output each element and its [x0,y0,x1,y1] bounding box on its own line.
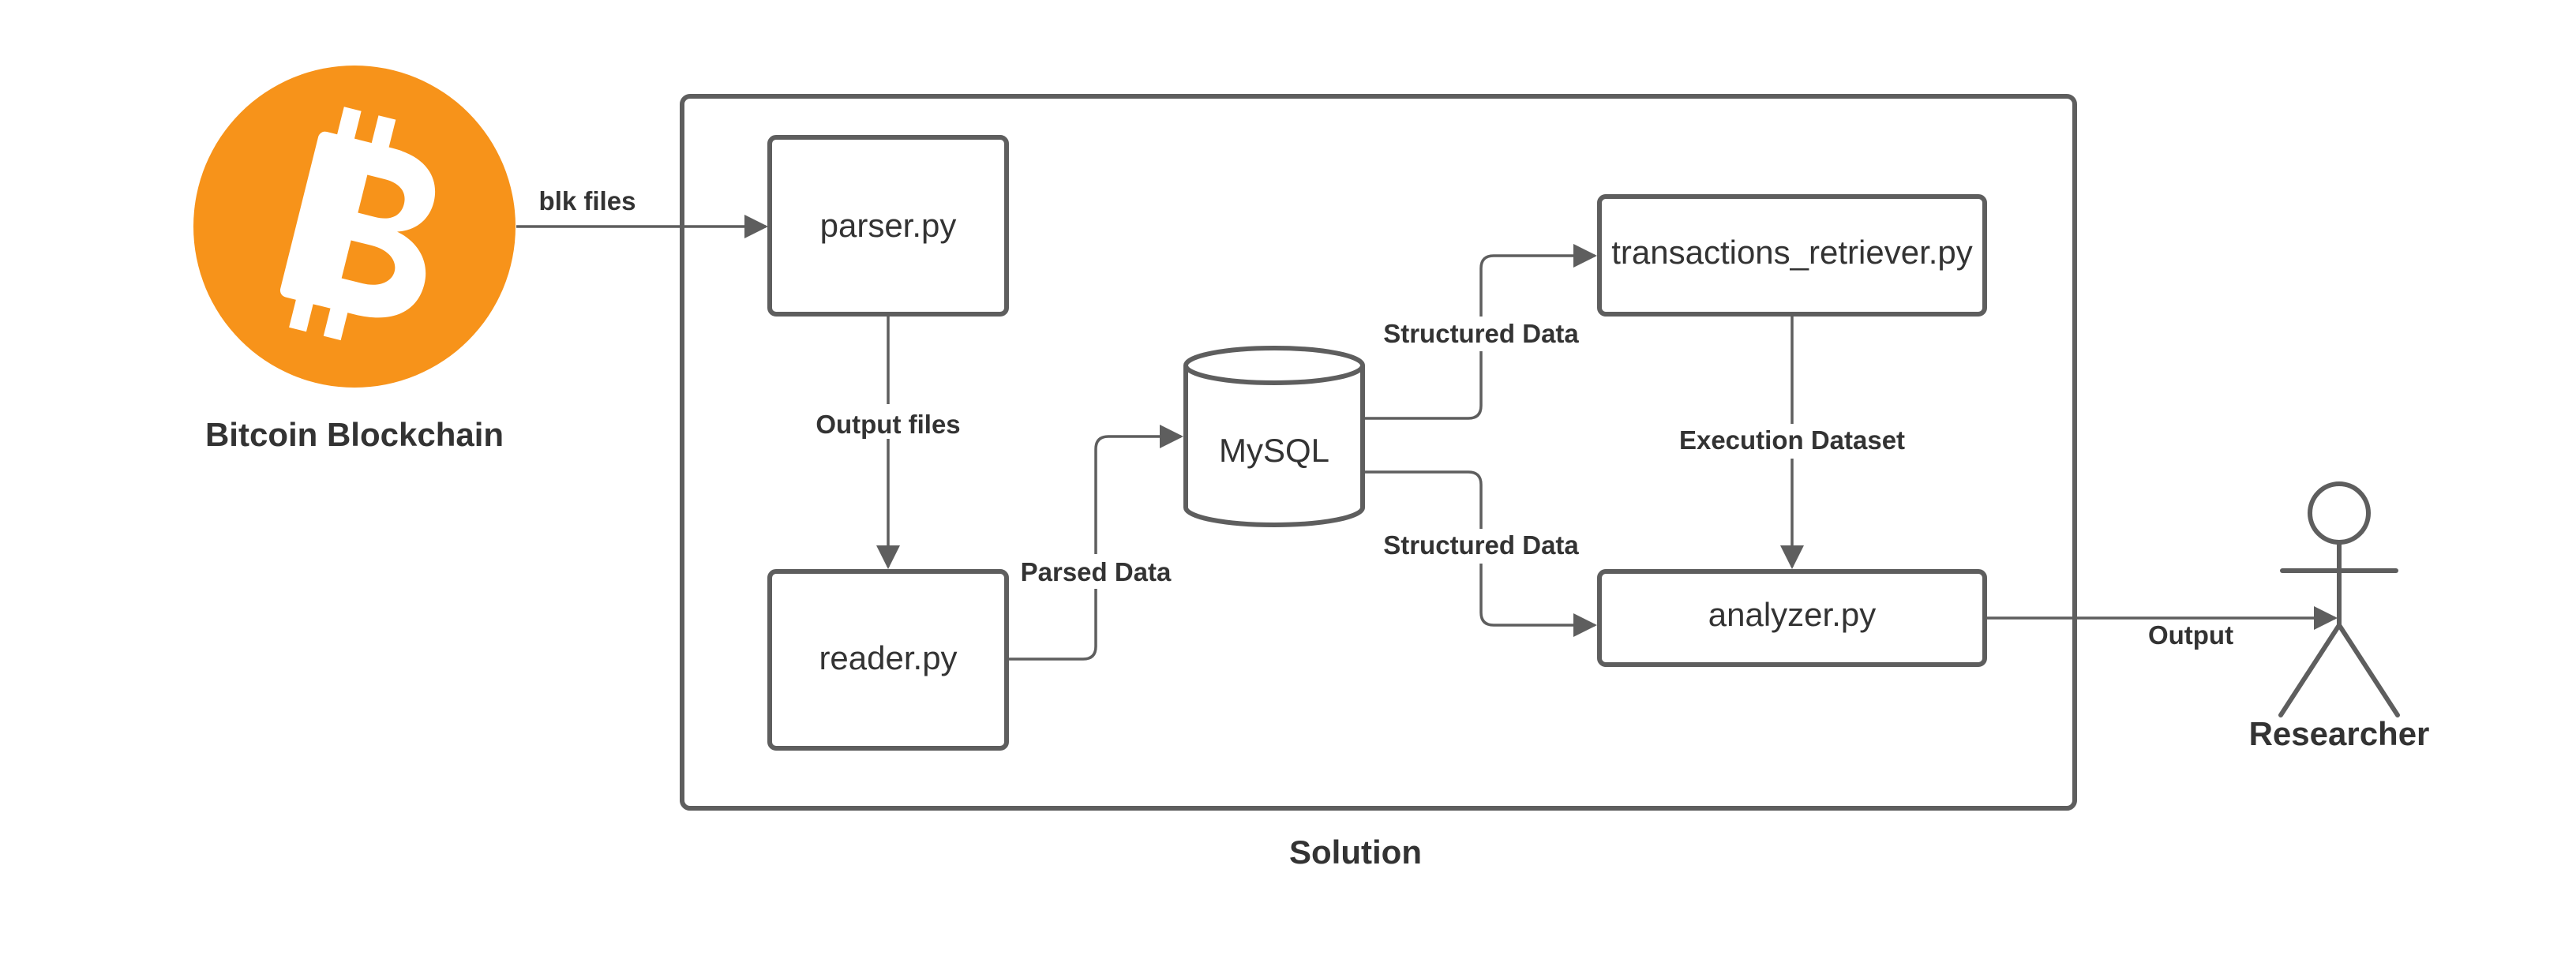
analyzer-node-label: analyzer.py [1708,596,1876,633]
edge-label-blk-files: blk files [539,186,636,215]
bitcoin-blockchain-label: Bitcoin Blockchain [205,416,504,453]
edge-label-parsed-data: Parsed Data [1021,557,1172,586]
edge-label-structured-data-bottom: Structured Data [1383,530,1579,560]
parser-node [767,135,1009,317]
edge-parsed-data [1008,425,1183,661]
transactions-retriever-node [1597,194,1987,317]
researcher-label: Researcher [2249,715,2430,752]
edge-label-output: Output [2148,620,2233,650]
analyzer-node [1597,569,1987,667]
transactions-retriever-node-label: transactions_retriever.py [1611,234,1973,271]
reader-node-label: reader.py [819,639,957,676]
solution-frame [680,94,2077,811]
bitcoin-logo-icon [193,66,516,388]
edge-label-execution-dataset: Execution Dataset [1679,425,1905,455]
solution-label: Solution [1289,834,1422,871]
stick-figure-icon [2278,481,2400,717]
reader-node [767,569,1009,751]
mysql-node [1183,346,1365,527]
mysql-node-label: MySQL [1219,432,1329,469]
parser-node-label: parser.py [820,207,957,244]
edge-label-structured-data-top: Structured Data [1383,319,1579,348]
edge-label-output-files: Output files [816,410,960,439]
